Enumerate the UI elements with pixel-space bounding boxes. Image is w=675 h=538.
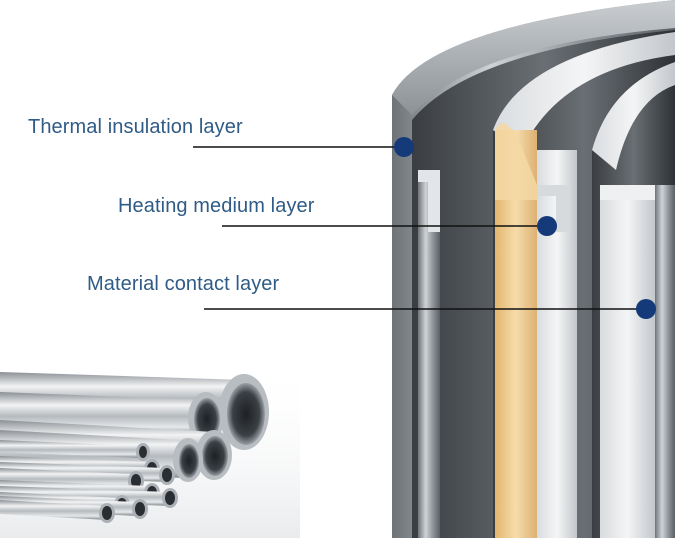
material-contact-lip: [600, 185, 660, 200]
pipe-hole: [131, 474, 141, 488]
pipe-hole: [179, 444, 199, 478]
pipe-body: [0, 440, 142, 458]
vessel-cutaway: [392, 0, 675, 538]
insulation-band-lip: [418, 170, 440, 232]
marker-dot-contact: [636, 299, 656, 319]
inner-steel-lip: [537, 185, 570, 232]
inner-wall-rim: [592, 62, 675, 170]
heating-medium-top: [495, 123, 537, 200]
steel-pipes-photo: [0, 360, 300, 538]
pipe-hole: [135, 502, 145, 516]
marker-dot-insulation: [394, 137, 414, 157]
label-heating-medium-layer: Heating medium layer: [118, 195, 315, 217]
pipe-hole: [194, 398, 220, 440]
insulation-band: [418, 170, 440, 538]
pipe-hole: [202, 436, 228, 476]
marker-dot-heating: [537, 216, 557, 236]
pipe-hole: [227, 383, 265, 445]
label-material-contact-layer: Material contact layer: [87, 273, 280, 295]
material-contact-band: [600, 185, 655, 538]
small-pipes: [0, 440, 178, 523]
pipe-hole: [162, 468, 172, 482]
pipe-hole: [102, 506, 112, 520]
innermost-edge: [655, 185, 675, 538]
pipe-body: [0, 500, 107, 520]
label-thermal-insulation-layer: Thermal insulation layer: [28, 116, 243, 138]
pipe-hole: [165, 491, 175, 505]
pipe-hole: [139, 446, 147, 458]
middle-wall-rim: [493, 32, 675, 150]
callouts: [193, 137, 656, 319]
outer-shell-rim: [392, 0, 675, 115]
